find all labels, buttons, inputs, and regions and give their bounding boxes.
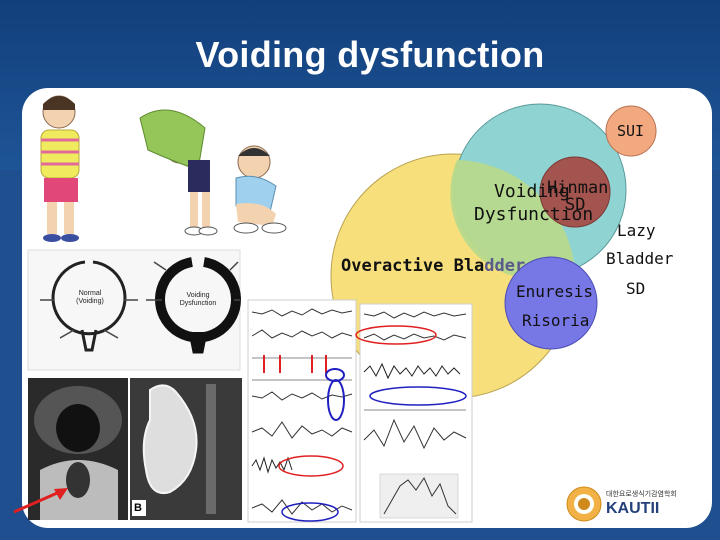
- dysfunction-label: Dysfunction: [474, 204, 594, 225]
- bladder-diagram-panel: [27, 249, 241, 371]
- urodynamic-tracing-right: [355, 303, 473, 523]
- lazy-label: Lazy: [617, 221, 656, 240]
- child-squatting-illustration: [233, 145, 287, 234]
- overactive-bladder-label: Overactive Bladder: [341, 256, 526, 276]
- urodynamic-tracing-left: [247, 299, 357, 523]
- slide-title: Voiding dysfunction: [195, 34, 545, 75]
- risoria-label: Risoria: [522, 311, 590, 330]
- cystogram-xray-image: [28, 378, 128, 520]
- annotation-ellipse-tall: [327, 379, 345, 421]
- lazy-sd-label: SD: [626, 279, 646, 298]
- sui-circle: [605, 105, 657, 157]
- child-bending-illustration: [139, 109, 218, 236]
- normal-voiding-diagram: [40, 260, 138, 352]
- red-arrow-head-icon: [54, 488, 68, 500]
- voiding-label: Voiding: [494, 181, 570, 202]
- logo-korean-text: 대한요로생식기감염학회: [606, 490, 677, 498]
- venn-overlap-region: [450, 160, 575, 280]
- logo-abbr-text: KAUTII: [606, 500, 660, 517]
- enuresis-label: Enuresis: [516, 282, 594, 301]
- sd-label: SD: [565, 195, 586, 215]
- hinman-sd-circle: [539, 156, 611, 228]
- kautii-logo: [566, 486, 602, 522]
- hinman-label: Hinman: [547, 178, 609, 198]
- red-arrow-icon: [13, 488, 65, 514]
- xray-b-label: B: [134, 502, 142, 514]
- vcug-xray-image: [130, 378, 242, 520]
- normal-voiding-caption: Normal(Voiding): [76, 290, 104, 305]
- sui-label: SUI: [617, 122, 645, 140]
- child-standing-illustration: [40, 95, 80, 242]
- bladder-label: Bladder: [606, 249, 674, 268]
- dysfunctional-voiding-diagram: [146, 257, 241, 354]
- enuresis-circle: [504, 256, 598, 350]
